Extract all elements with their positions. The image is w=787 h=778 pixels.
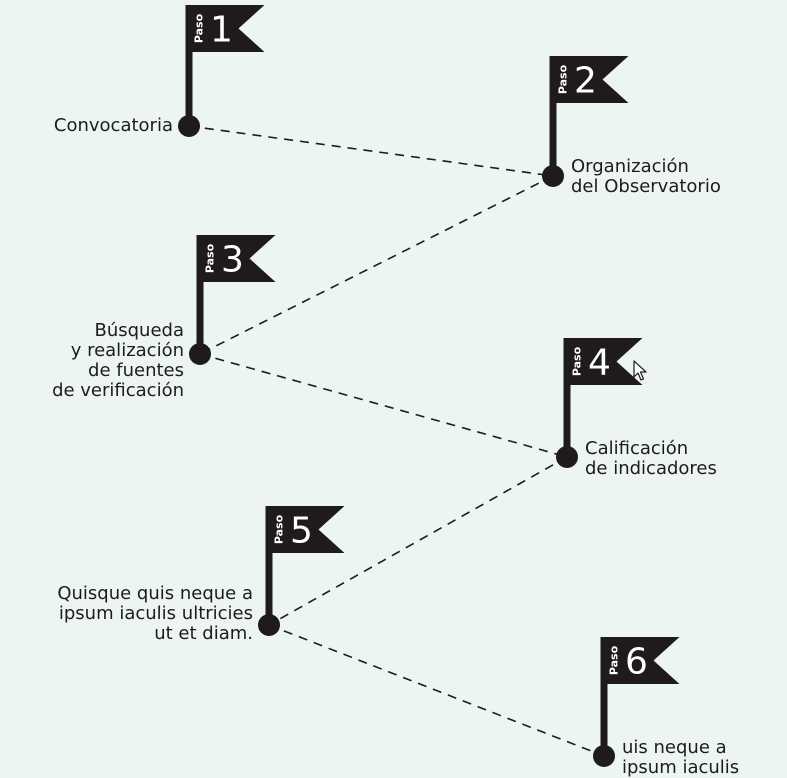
connector-5-6 (268, 624, 605, 757)
step-label-1: Convocatoria (54, 116, 173, 136)
step-label-line: de fuentes (88, 360, 184, 381)
step-label-line: del Observatorio (571, 176, 721, 197)
flag-6 (600, 637, 680, 684)
step-number-1: 1 (210, 10, 233, 51)
connector-1-2 (188, 125, 554, 177)
step-connectors (188, 125, 605, 757)
step-number-2: 2 (574, 61, 597, 102)
step-word-4: Paso (571, 346, 584, 376)
flag-2 (549, 56, 629, 103)
step-word-1: Paso (193, 13, 206, 43)
step-2: Paso 2 (542, 56, 629, 187)
step-label-line: Calificación (585, 438, 689, 459)
step-pin-6 (593, 745, 615, 767)
step-number-6: 6 (625, 642, 648, 683)
step-number-5: 5 (290, 511, 313, 552)
step-5: Paso 5 (258, 506, 345, 636)
step-number-3: 3 (221, 240, 244, 281)
step-label-line: Convocatoria (53, 115, 173, 136)
step-label-line: uis neque a (622, 737, 727, 758)
flag-4 (563, 338, 643, 385)
flag-3 (196, 235, 276, 282)
step-label-line: ipsum iaculis (622, 757, 740, 778)
step-label-line: Quisque quis neque a (57, 583, 253, 604)
step-label-line: Organización (571, 156, 689, 177)
step-label-line: Búsqueda (94, 320, 185, 341)
step-word-6: Paso (608, 645, 621, 675)
step-3: Paso 3 (189, 235, 276, 365)
mouse-pointer-icon (633, 360, 647, 381)
step-label-line: de indicadores (585, 458, 717, 479)
step-number-4: 4 (588, 343, 611, 384)
connector-3-4 (199, 353, 568, 458)
step-word-5: Paso (273, 514, 286, 544)
step-pin-5 (258, 614, 280, 636)
step-label-line: y realización (70, 340, 184, 361)
step-pin-1 (178, 115, 200, 137)
step-word-3: Paso (204, 243, 217, 273)
step-pin-3 (189, 343, 211, 365)
connector-2-3 (199, 175, 554, 355)
step-word-2: Paso (557, 64, 570, 94)
step-pin-4 (556, 446, 578, 468)
flag-5 (265, 506, 345, 553)
flag-1 (185, 5, 265, 52)
step-label-line: de verificación (52, 380, 184, 401)
step-1: Paso 1 (178, 5, 265, 137)
step-6: Paso 6 (593, 637, 680, 767)
step-4: Paso 4 (556, 338, 643, 468)
step-label-line: ipsum iaculis ultricies (58, 603, 253, 624)
step-label-line: ut et diam. (154, 623, 253, 644)
step-pin-2 (542, 165, 564, 187)
